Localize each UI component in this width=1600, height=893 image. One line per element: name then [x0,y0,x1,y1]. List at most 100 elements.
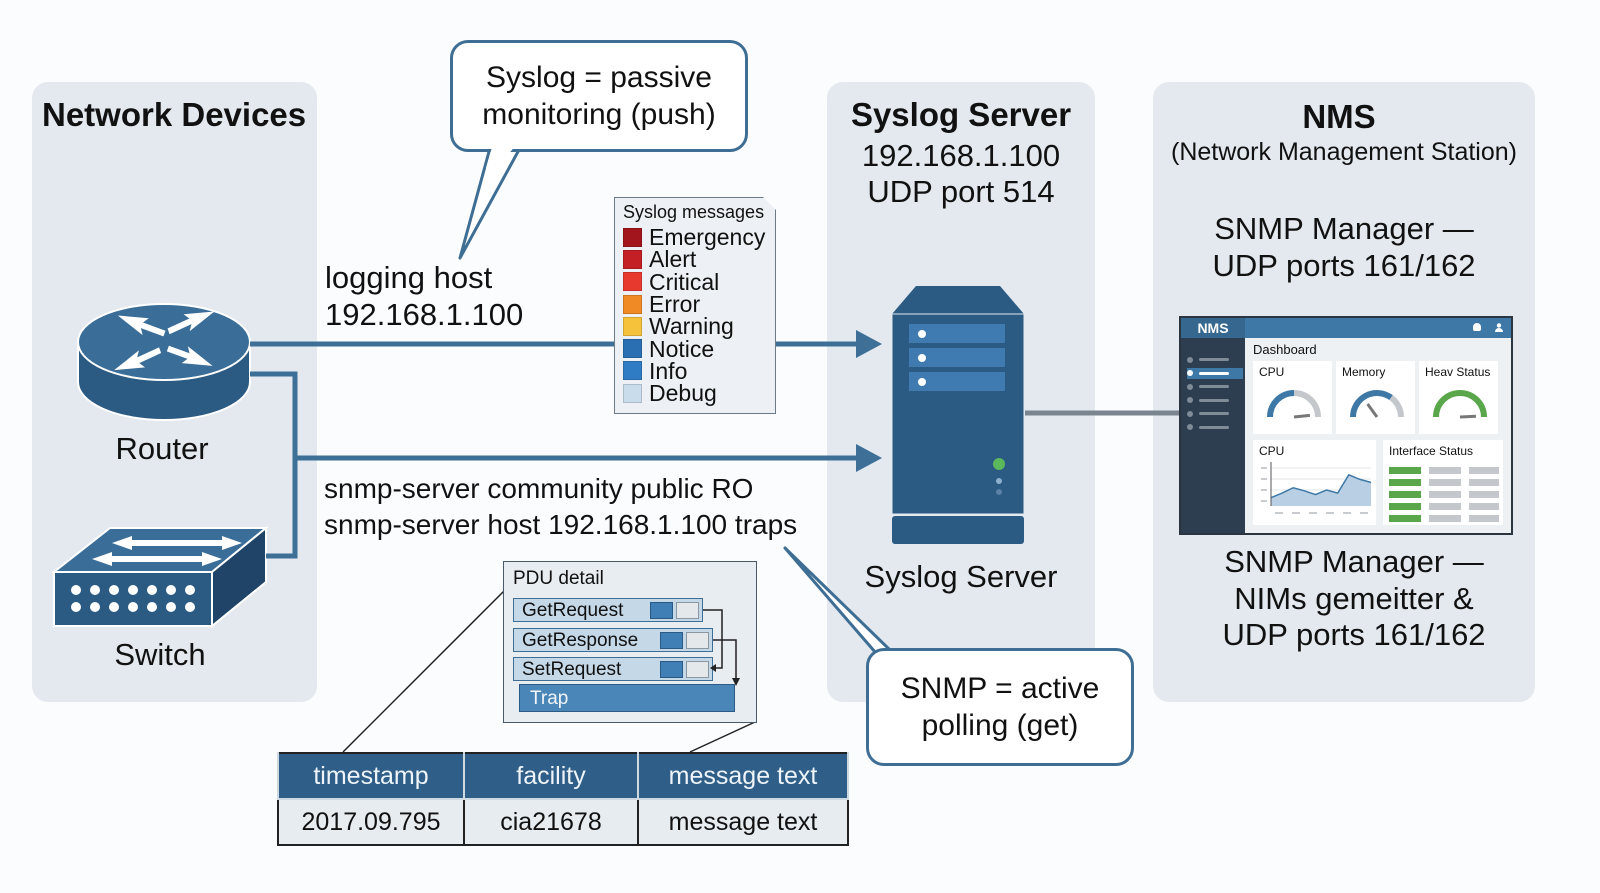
snmp-callout: SNMP = active polling (get) [866,648,1134,766]
cpu-chart-title: CPU [1259,444,1285,458]
dashboard-brand: NMS [1181,318,1245,338]
legend-item-info: Info [623,359,775,382]
switch-port [128,585,138,595]
x-tick [1360,512,1368,514]
user-icon[interactable] [1495,323,1503,332]
dashboard-nav-item[interactable] [1187,422,1243,433]
gauge-rest-arc [1389,395,1404,418]
interface-status-card: Interface Status [1383,440,1503,525]
interface-row [1389,467,1499,474]
pdu-row-getresponse: GetResponse [513,628,713,652]
pdu-row-setrequest: SetRequest [513,657,713,681]
interface-row [1389,479,1499,486]
y-tick [1261,500,1267,502]
snmp-callout-line2: polling (get) [921,709,1079,742]
severity-label: Warning [649,313,734,340]
network-devices-title: Network Devices [42,96,307,133]
pdu-row-getrequest: GetRequest [513,598,703,622]
severity-swatch [623,361,642,381]
y-tick [1261,489,1267,491]
switch-port [90,602,100,612]
dashboard-topbar [1181,318,1511,338]
nms-bottom-line1: SNMP Manager — [1224,544,1484,579]
nms-bottom-line3: UDP ports 161/162 [1222,617,1486,652]
snmp-callout-line1: SNMP = active [900,672,1100,705]
interface-status-title: Interface Status [1389,444,1474,458]
dashboard-nav-item[interactable] [1187,395,1243,406]
dashboard-title: Dashboard [1253,342,1317,357]
cell-facility: cia21678 [463,799,638,845]
severity-label: Notice [649,335,715,362]
syslog-callout-line1: Syslog = passive [486,61,712,94]
legend-item-error: Error [623,291,775,318]
severity-swatch [623,294,642,314]
syslog-arrowhead [856,330,882,358]
gauge-card-memory: Memory [1336,361,1415,434]
notification-icon[interactable] [1473,323,1481,331]
logging-host-line1: logging host [325,260,493,295]
syslog-server-ip: 192.168.1.100 [861,138,1061,173]
nms-manager-line2: UDP ports 161/162 [1212,248,1476,283]
dashboard-nav-item[interactable] [1187,408,1243,419]
cell-message-text: message text [637,799,848,845]
switch-port [166,602,176,612]
nms-subtitle: (Network Management Station) [1171,138,1517,166]
legend-item-debug: Debug [623,380,775,407]
interface-row [1389,503,1499,510]
syslog-callout: Syslog = passive monitoring (push) [450,40,748,152]
col-timestamp: timestamp [277,753,465,800]
table-row: 2017.09.795 cia21678 message text [278,799,848,845]
gauge-title: Memory [1342,365,1386,379]
legend-item-emergency: Emergency [623,224,775,251]
syslog-server-port: UDP port 514 [867,174,1055,209]
switch-port [185,602,195,612]
interface-row [1389,491,1499,498]
switch-port [90,585,100,595]
switch-port [147,585,157,595]
severity-label: Emergency [649,224,766,251]
nms-bottom-line2: NIMs gemeitter & [1234,581,1474,616]
x-tick [1326,512,1334,514]
severity-swatch [623,383,642,403]
severity-label: Debug [649,380,717,407]
legend-item-notice: Notice [623,335,775,362]
switch-label: Switch [114,637,206,672]
switch-port [71,602,81,612]
severity-label: Alert [649,246,697,273]
switch-port [128,602,138,612]
logging-host-line2: 192.168.1.100 [325,297,524,332]
gauge-value-arc [1267,390,1295,418]
gauge-card-heav-status: Heav Status [1419,361,1498,434]
snmp-arrowhead [856,444,882,472]
severity-label: Critical [649,268,720,295]
cell-timestamp: 2017.09.795 [278,799,464,845]
gauge-card-cpu: CPU [1253,361,1332,434]
snmp-trunk-line [250,371,298,559]
pdu-detail-title: PDU detail [513,568,604,589]
severity-label: Error [649,291,701,318]
severity-swatch [623,316,642,336]
dashboard-nav-item[interactable] [1187,367,1243,379]
switch-icon [52,526,269,628]
legend-item-critical: Critical [623,268,775,295]
col-facility: facility [463,753,639,800]
gauge-needle [1366,403,1379,418]
syslog-server-title: Syslog Server [850,96,1072,133]
gauge-title: CPU [1259,365,1285,379]
switch-port [166,585,176,595]
gauge-value-arc [1433,390,1487,418]
dashboard-nav-item[interactable] [1187,381,1243,392]
dashboard-nav-item[interactable] [1187,354,1243,365]
severity-swatch [623,227,642,247]
syslog-callout-line2: monitoring (push) [482,98,716,131]
nms-dashboard-screenshot: NMS Dashboard CPU Memory Heav Status CPU I… [1179,316,1513,535]
y-tick [1261,478,1267,480]
severity-swatch [623,272,642,292]
gauge-needle [1293,413,1311,419]
gauge-rest-arc [1293,390,1321,418]
nms-manager-line1: SNMP Manager — [1214,211,1474,246]
col-message-text: message text [637,753,849,800]
